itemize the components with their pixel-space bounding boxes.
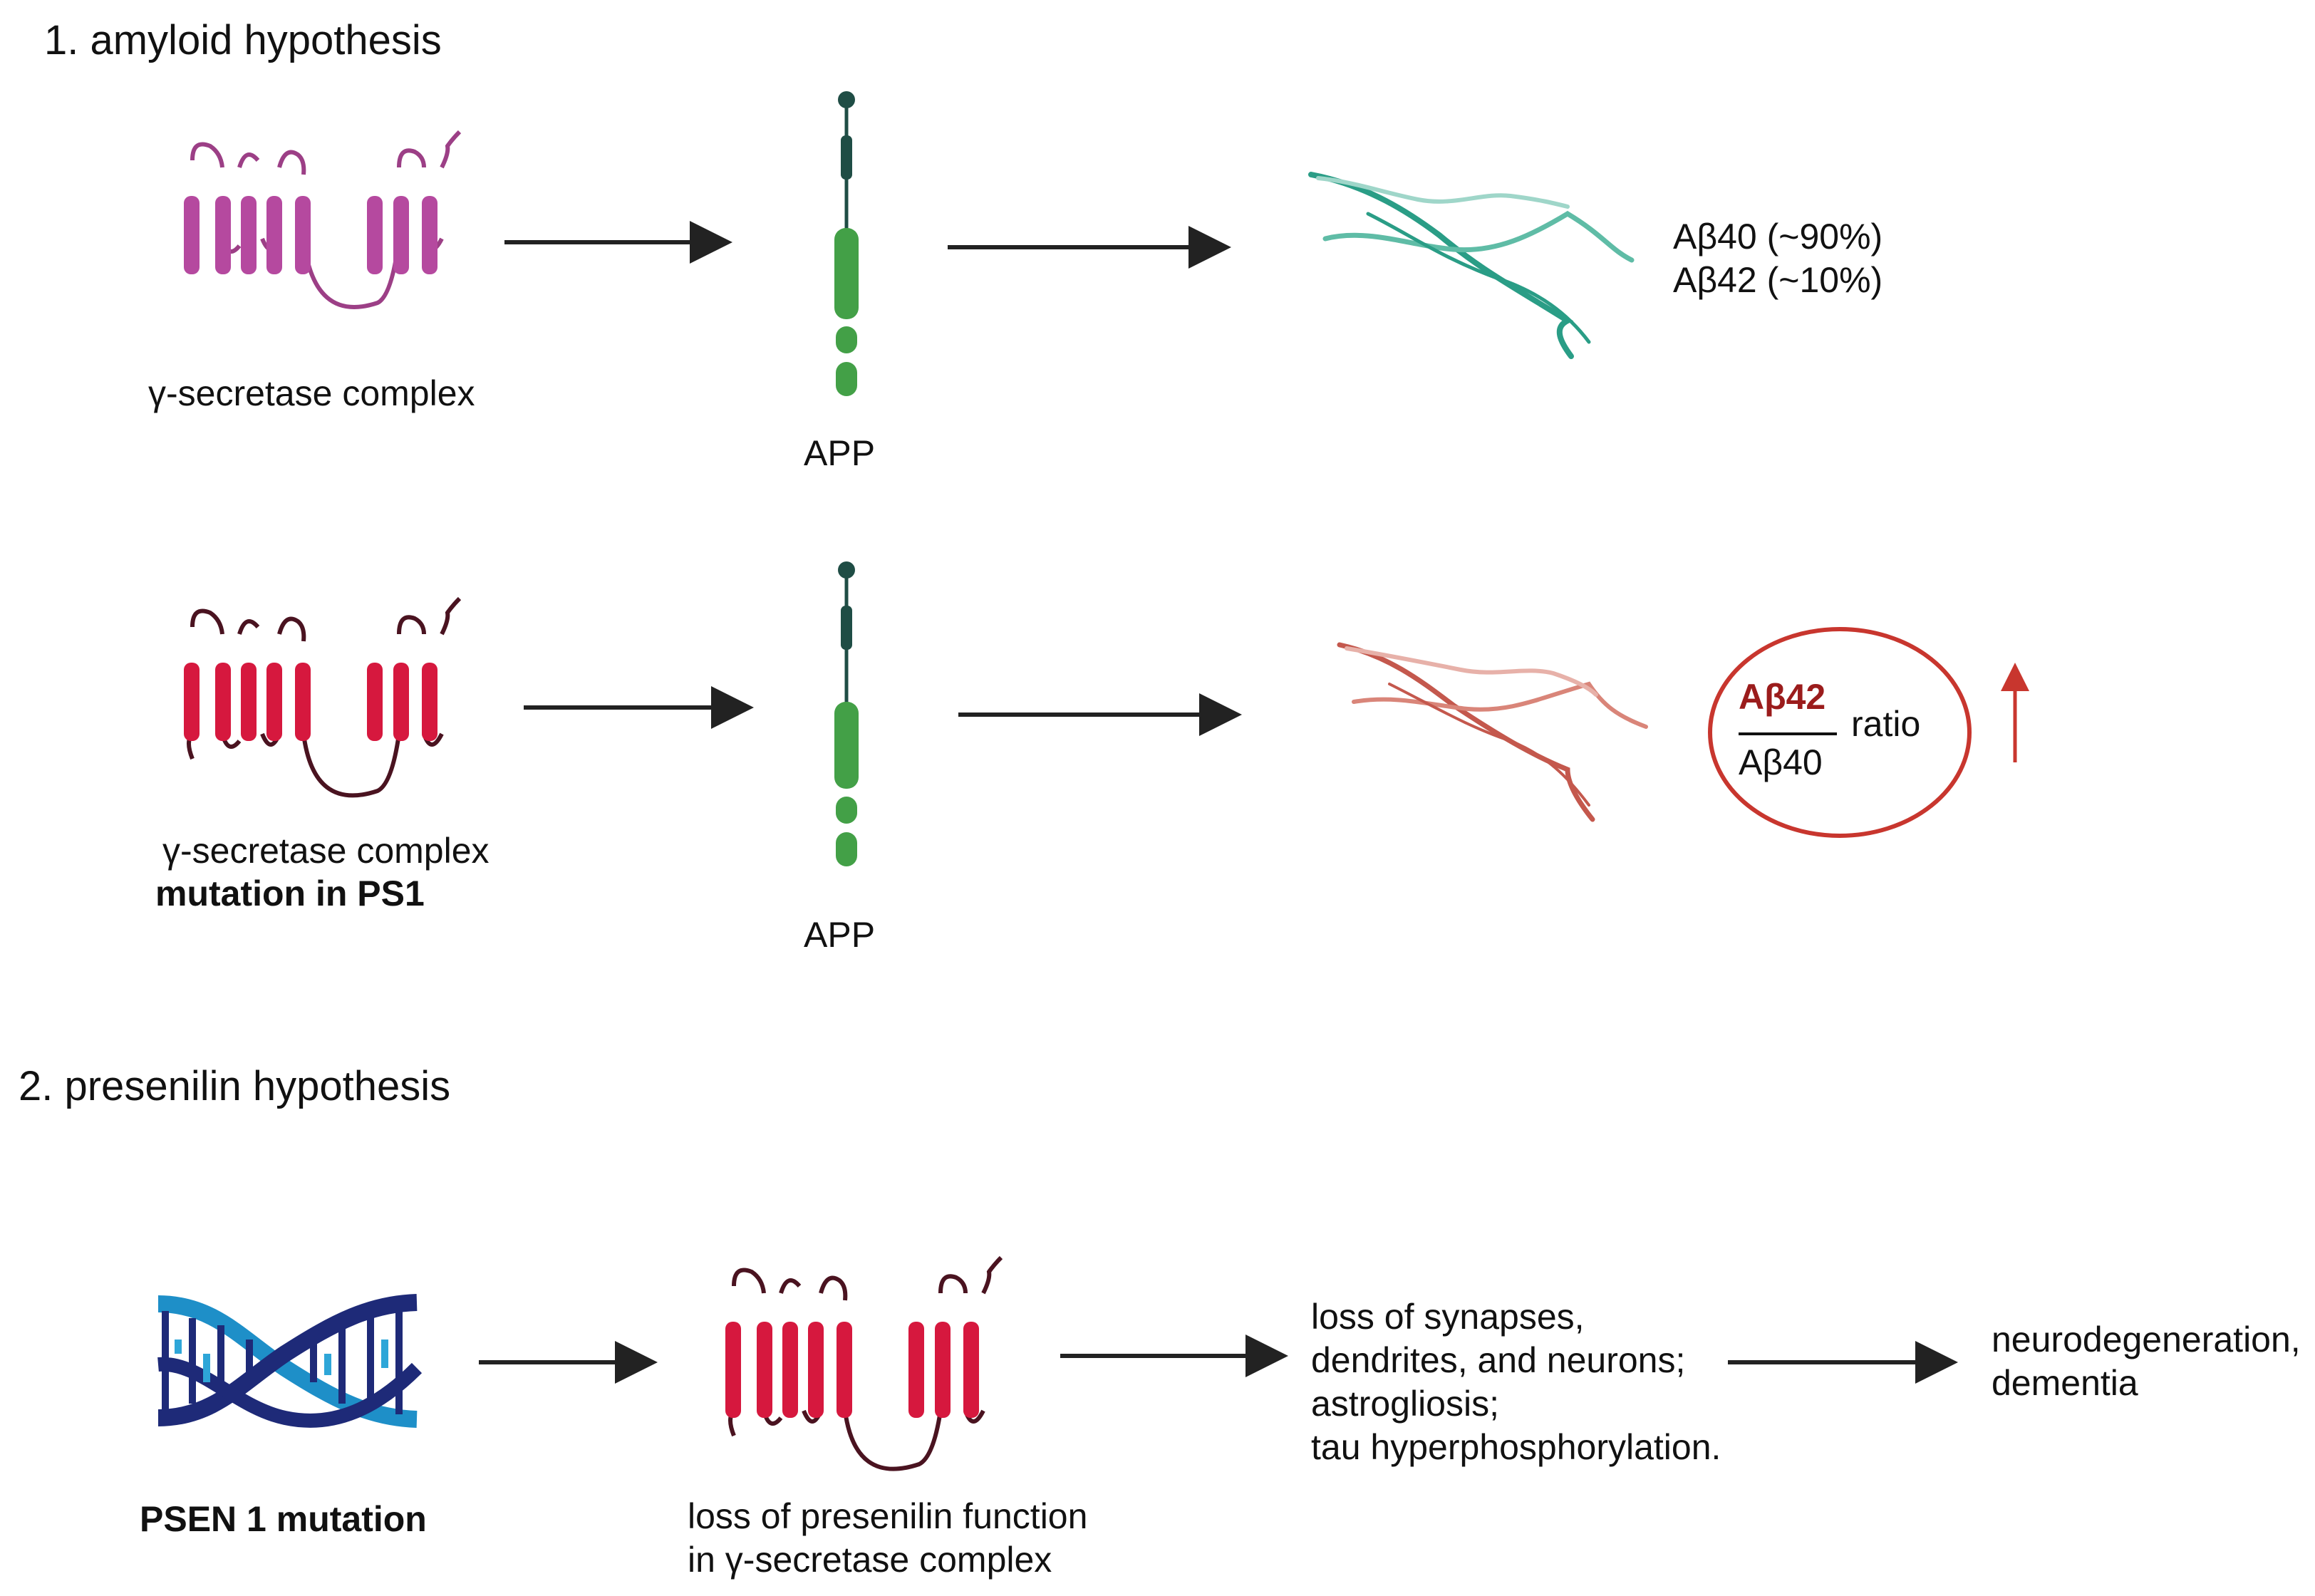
section1-heading: 1. amyloid hypothesis (44, 17, 442, 63)
mutant-gamma-secretase-icon (184, 596, 462, 798)
app-protein-icon-2 (834, 561, 859, 866)
effects-list: loss of synapses, dendrites, and neurons… (1311, 1295, 1721, 1469)
effect-line-4: tau hyperphosphorylation. (1311, 1427, 1721, 1467)
loss-of-function-label: loss of presenilin function in γ-secreta… (688, 1495, 1087, 1582)
ratio-word: ratio (1851, 704, 1921, 744)
gamma-secretase-label: γ-secretase complex (148, 373, 475, 413)
psen1-mutation-label: PSEN 1 mutation (140, 1499, 427, 1539)
abeta40-percent: Aβ40 (~90%) (1673, 217, 1883, 256)
app-label-2: APP (804, 915, 876, 955)
app-label: APP (804, 433, 876, 473)
effect-line-1: loss of synapses, (1311, 1297, 1585, 1337)
abeta42-percent: Aβ42 (~10%) (1673, 260, 1883, 300)
outcome-line-1: neurodegeneration, (1992, 1320, 2301, 1359)
presenilin-complex-icon (725, 1255, 1003, 1471)
gamma-secretase-icon (184, 130, 462, 309)
amyloid-fibril-icon (1308, 172, 1635, 359)
amyloid-beta-products: Aβ40 (~90%) Aβ42 (~10%) (1673, 215, 1882, 302)
mutant-gamma-secretase-label: γ-secretase complex (162, 831, 490, 871)
loss-of-function-line-2: in γ-secretase complex (688, 1540, 1052, 1580)
app-protein-icon (834, 91, 859, 396)
ratio-denominator: Aβ40 (1739, 742, 1823, 782)
loss-of-function-line-1: loss of presenilin function (688, 1496, 1088, 1536)
ratio-highlight-ellipse (1708, 627, 1972, 838)
outcome-line-2: dementia (1992, 1363, 2138, 1403)
outcome-label: neurodegeneration, dementia (1992, 1318, 2301, 1405)
red-fibril-icon (1337, 642, 1648, 822)
ratio-numerator: Aβ42 (1739, 677, 1826, 717)
ps1-mutation-label: mutation in PS1 (155, 874, 425, 913)
effect-line-3: astrogliosis; (1311, 1384, 1499, 1424)
section2-heading: 2. presenilin hypothesis (19, 1063, 451, 1109)
effect-line-2: dendrites, and neurons; (1311, 1340, 1686, 1380)
dna-helix-icon (157, 1294, 423, 1428)
